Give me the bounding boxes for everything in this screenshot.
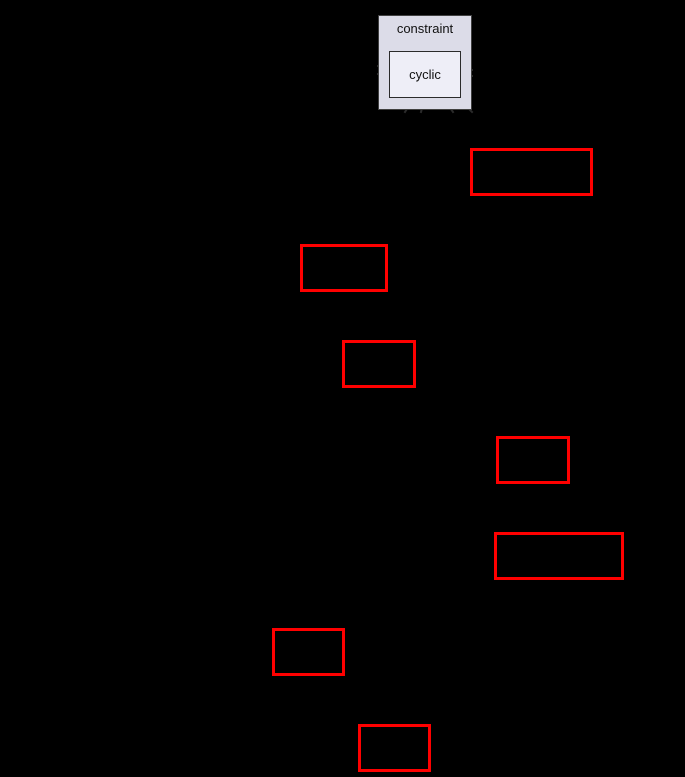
node-cyclic[interactable]: cyclic (389, 51, 461, 98)
highlight-box-7[interactable] (358, 724, 431, 772)
highlight-box-5[interactable] (494, 532, 624, 580)
cluster-constraint-label: constraint (396, 21, 454, 36)
node-cyclic-label: cyclic (409, 66, 441, 82)
highlight-box-1[interactable] (470, 148, 593, 196)
highlight-box-3[interactable] (342, 340, 416, 388)
highlight-box-4[interactable] (496, 436, 570, 484)
highlight-box-6[interactable] (272, 628, 345, 676)
highlight-box-2[interactable] (300, 244, 388, 292)
